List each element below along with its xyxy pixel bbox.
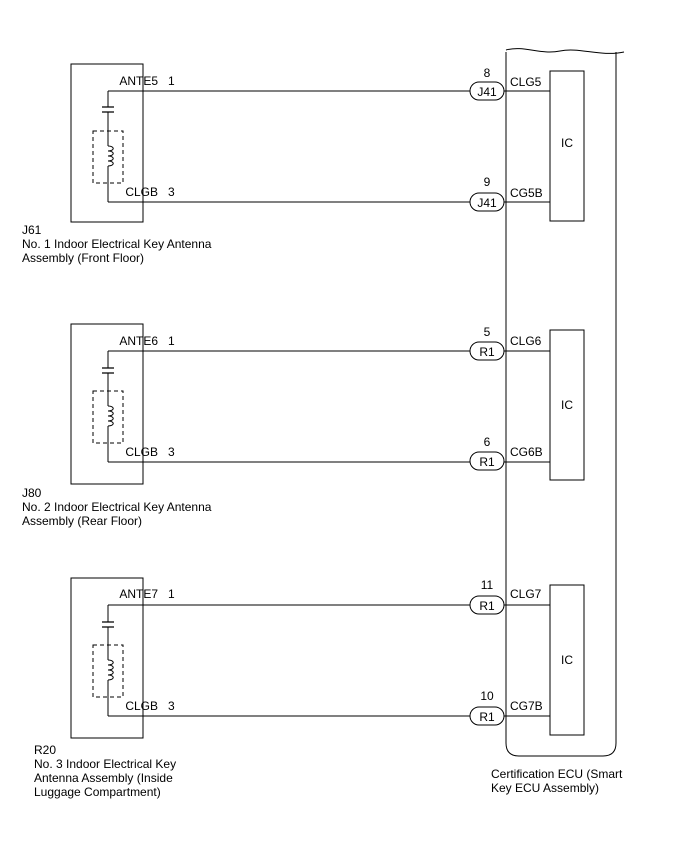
coil-dashed-box — [92, 130, 124, 184]
coil-dashed-box — [92, 390, 124, 444]
ic-block-1 — [549, 70, 585, 222]
antenna-1-name-line-1: No. 1 Indoor Electrical Key Antenna — [22, 237, 212, 251]
capacitor-symbol — [102, 106, 114, 113]
pin-bottom-label: CLGB — [125, 699, 158, 713]
connector-top-pin: 5 — [484, 325, 491, 339]
connector-top-pin: 8 — [484, 66, 491, 80]
ic-label-3: IC — [561, 653, 573, 667]
antenna-assembly-3: ANTE7 1 CLGB 3 — [70, 577, 175, 739]
connector-bottom-pin: 9 — [484, 175, 491, 189]
connector-top-pin: 11 — [481, 578, 494, 592]
connector-bottom-code: R1 — [479, 455, 495, 469]
coil-symbol — [107, 145, 114, 167]
antenna-3-name-line-3: Luggage Compartment) — [34, 785, 161, 799]
coil-symbol — [107, 405, 114, 427]
pin-bottom-number: 3 — [168, 445, 175, 459]
antenna-2-name-line-1: No. 2 Indoor Electrical Key Antenna — [22, 500, 212, 514]
antenna-assembly-1: ANTE5 1 CLGB 3 — [70, 63, 175, 223]
pin-top-label: ANTE5 — [119, 74, 158, 88]
ecu-terminal-bottom-3: CG7B — [510, 699, 543, 713]
ecu-terminal-top-3: CLG7 — [510, 587, 542, 601]
antenna-1-caption: J61 No. 1 Indoor Electrical Key Antenna … — [22, 223, 211, 265]
pin-top-number: 1 — [168, 587, 175, 601]
pin-bottom-number: 3 — [168, 699, 175, 713]
antenna-box — [70, 323, 144, 485]
connector-bottom-code: J41 — [477, 196, 497, 210]
connector-bottom-pin: 10 — [480, 689, 494, 703]
pin-top-number: 1 — [168, 334, 175, 348]
antenna-box — [70, 63, 144, 223]
ecu-name-line-2: Key ECU Assembly) — [491, 781, 600, 795]
connector-bottom-1: J41 9 — [469, 175, 505, 212]
ecu-name-line-1: Certification ECU (Smart — [491, 767, 623, 781]
antenna-3-name-line-2: Antenna Assembly (Inside — [34, 771, 173, 785]
antenna-2-caption: J80 No. 2 Indoor Electrical Key Antenna … — [22, 486, 211, 528]
coil-symbol — [107, 659, 114, 681]
ecu-outline — [505, 52, 617, 757]
capacitor-symbol — [102, 367, 114, 374]
ecu-caption: Certification ECU (Smart Key ECU Assembl… — [491, 767, 622, 795]
antenna-3-caption: R20 No. 3 Indoor Electrical Key Antenna … — [34, 743, 176, 799]
coil-dashed-box — [92, 644, 124, 698]
pin-top-number: 1 — [168, 74, 175, 88]
ecu-terminal-top-2: CLG6 — [510, 334, 542, 348]
antenna-1-code: J61 — [22, 223, 42, 237]
connector-top-code: J41 — [477, 85, 497, 99]
connector-top-2: R1 5 — [469, 325, 505, 361]
antenna-1-name-line-2: Assembly (Front Floor) — [22, 251, 145, 265]
capacitor-symbol — [102, 621, 114, 628]
antenna-2-code: J80 — [22, 486, 42, 500]
antenna-assembly-2: ANTE6 1 CLGB 3 — [70, 323, 175, 485]
antenna-3-name-line-1: No. 3 Indoor Electrical Key — [34, 757, 177, 771]
ic-block-3 — [549, 584, 585, 736]
ic-label-1: IC — [561, 136, 573, 150]
pin-bottom-number: 3 — [168, 185, 175, 199]
pin-bottom-label: CLGB — [125, 445, 158, 459]
ecu-terminal-bottom-2: CG6B — [510, 445, 543, 459]
ic-block-2 — [549, 329, 585, 481]
ecu-terminal-bottom-1: CG5B — [510, 186, 543, 200]
connector-top-3: R1 11 — [469, 578, 505, 615]
pin-top-label: ANTE6 — [119, 334, 158, 348]
connector-bottom-2: R1 6 — [469, 435, 505, 471]
connector-bottom-code: R1 — [479, 710, 495, 724]
pin-bottom-label: CLGB — [125, 185, 158, 199]
connector-top-code: R1 — [479, 345, 495, 359]
connector-bottom-3: R1 10 — [469, 689, 505, 726]
ecu-wavy-top — [505, 48, 625, 54]
antenna-3-code: R20 — [34, 743, 57, 757]
ecu-terminal-top-1: CLG5 — [510, 75, 542, 89]
connector-bottom-pin: 6 — [484, 435, 491, 449]
connector-top-code: R1 — [479, 599, 495, 613]
antenna-2-name-line-2: Assembly (Rear Floor) — [22, 514, 143, 528]
ic-label-2: IC — [561, 398, 573, 412]
pin-top-label: ANTE7 — [119, 587, 158, 601]
antenna-box — [70, 577, 144, 739]
connector-top-1: J41 8 — [469, 66, 505, 101]
